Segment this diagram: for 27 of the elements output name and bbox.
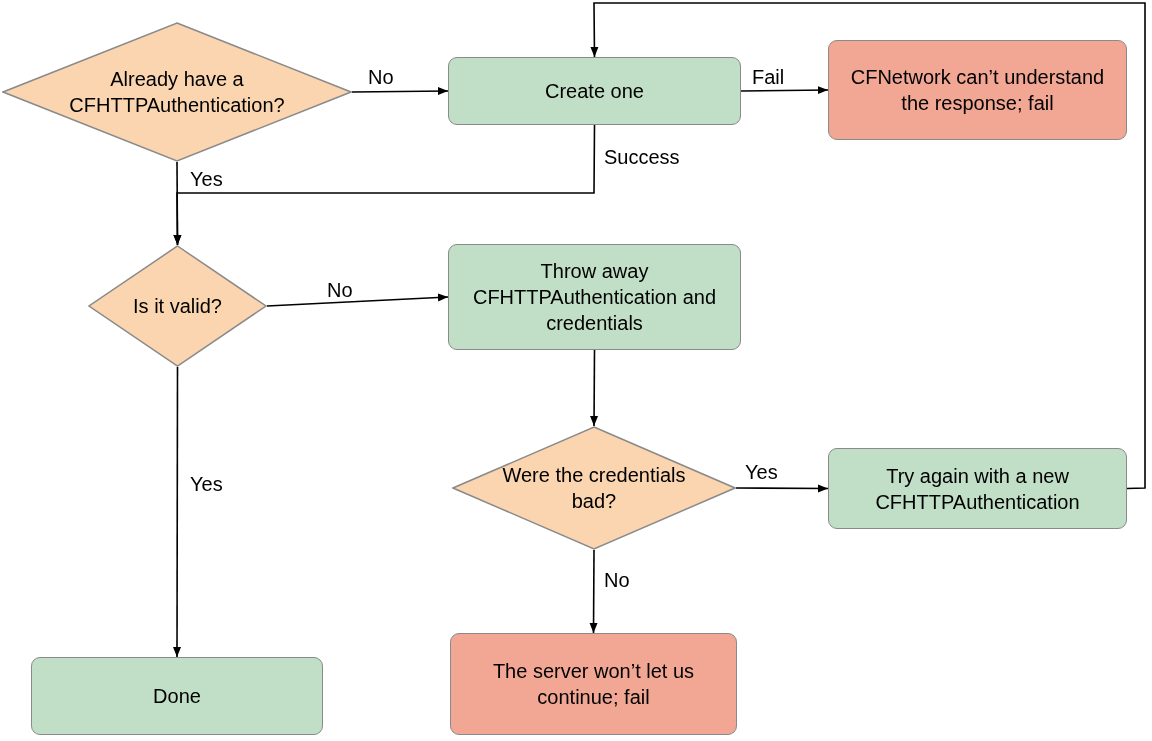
arrow — [266, 293, 449, 307]
node-text: Were the credentials bad? — [501, 463, 687, 514]
node-text: CFNetwork can’t understand the response; fail — [849, 65, 1106, 116]
arrow — [590, 349, 599, 427]
decision-diamond — [88, 245, 267, 367]
decision-diamond — [452, 426, 736, 550]
node-text: Create one — [544, 79, 645, 104]
failure-box — [450, 633, 737, 735]
arrow — [740, 86, 829, 95]
arrow — [589, 549, 598, 634]
process-box — [448, 244, 741, 350]
process-box — [31, 657, 323, 735]
arrow — [735, 484, 829, 493]
failure-box — [828, 40, 1127, 140]
node-text: Done — [152, 684, 202, 709]
process-box — [828, 448, 1127, 529]
arrow — [351, 87, 449, 96]
arrow — [590, 2, 1146, 490]
node-text: Try again with a new CFHTTPAuthentication — [874, 463, 1081, 515]
decision-diamond — [2, 22, 352, 162]
node-text: Already have a CFHTTPAuthentication? — [68, 67, 286, 118]
node-text: Throw away CFHTTPAuthentication and credentials — [471, 259, 718, 336]
arrow — [173, 366, 181, 658]
node-text: Is it valid? — [132, 294, 223, 319]
node-text: The server won’t let us continue; fail — [491, 659, 696, 710]
arrow — [173, 161, 182, 246]
process-box — [448, 57, 741, 125]
